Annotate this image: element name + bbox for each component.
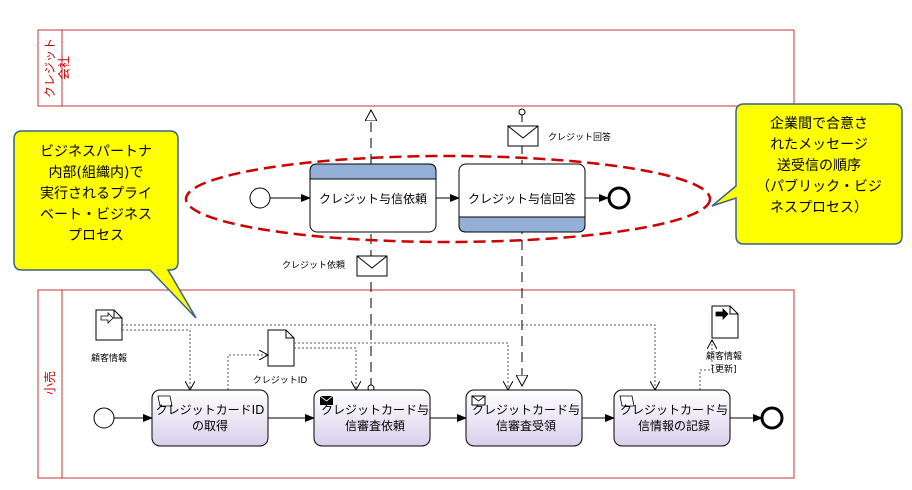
task4-line1: クレジットカード与 [620,403,728,417]
task-credit-review-request[interactable]: クレジットカード与 信審査依頼 [313,389,431,447]
task1-line2: の取得 [192,418,228,433]
choreography-highlight-ellipse [184,154,712,244]
data-object-credit-id: クレジットID [253,329,308,386]
callout-left-line2: 内部(組織内)で [49,165,144,181]
task2-line2: 信審査依頼 [345,418,405,433]
pool-label-credit-line1: クレジット [43,38,57,98]
choreo-end-event [607,186,631,210]
message-envelope-request: クレジット依頼 [282,255,388,277]
callout-left-line5: プロセス [68,228,124,244]
callout-right-line1: 企業間で合意さ [770,115,868,132]
message-label-response: クレジット回答 [548,131,611,143]
data-object-customer-info: 顧客情報 [91,309,127,364]
message-label-request: クレジット依頼 [282,259,345,271]
task-record-credit-info[interactable]: クレジットカード与 信情報の記録 [613,389,731,447]
data-object-customer-info-updated: 顧客情報 [更新] [706,305,742,375]
pool-label-retail: 小売 [42,371,57,395]
pool-retail: 小売 [37,289,795,479]
message-flow-response-dot [518,108,526,116]
callout-right-line4: （パブリック・ビジ [756,178,882,195]
callout-left-line3: 実行されるプライ [40,186,152,202]
task2-line1: クレジットカード与 [321,403,429,417]
choreo-start-event [249,187,271,209]
callout-left-line4: ベート・ビジネス [40,207,152,223]
task4-line2: 信情報の記録 [638,418,710,433]
process-start-event [93,407,115,429]
callout-public-process: 企業間で合意さ れたメッセージ 送受信の順序 （パブリック・ビジ ネスプロセス） [711,103,903,245]
pool-credit-company: クレジット 会社 [37,29,795,107]
script-icon [619,395,635,407]
process-end-event [760,406,784,430]
script-icon [157,395,173,407]
task3-line1: クレジットカード与 [472,403,580,417]
task-get-credit-card-id[interactable]: クレジットカードID の取得 [151,389,269,447]
callout-right-line3: 送受信の順序 [777,158,861,174]
choreo-task-credit-request[interactable]: クレジット与信依頼 [309,163,437,233]
pool-label-credit-line2: 会社 [56,56,71,80]
callout-right-line5: ネスプロセス） [770,200,868,216]
data-label-customer-info-updated-2: [更新] [711,363,736,375]
choreo-task2-label: クレジット与信回答 [468,191,576,206]
choreo-task-credit-response[interactable]: クレジット与信回答 [458,163,586,233]
callout-private-process: ビジネスパートナ 内部(組織内)で 実行されるプライ ベート・ビジネス プロセス [13,130,197,319]
data-label-credit-id: クレジットID [253,375,308,386]
message-envelope-response: クレジット回答 [507,125,611,147]
task3-line2: 信審査受領 [496,418,556,433]
callout-left-line1: ビジネスパートナ [40,144,152,160]
data-associations [122,324,712,390]
task1-line1: クレジットカードID [156,403,265,417]
data-label-customer-info-updated-1: 顧客情報 [706,350,742,362]
task-credit-review-receive[interactable]: クレジットカード与 信審査受領 [465,389,583,447]
choreo-task1-label: クレジット与信依頼 [319,191,427,206]
data-label-customer-info: 顧客情報 [91,352,127,364]
callout-right-line2: れたメッセージ [770,137,868,153]
